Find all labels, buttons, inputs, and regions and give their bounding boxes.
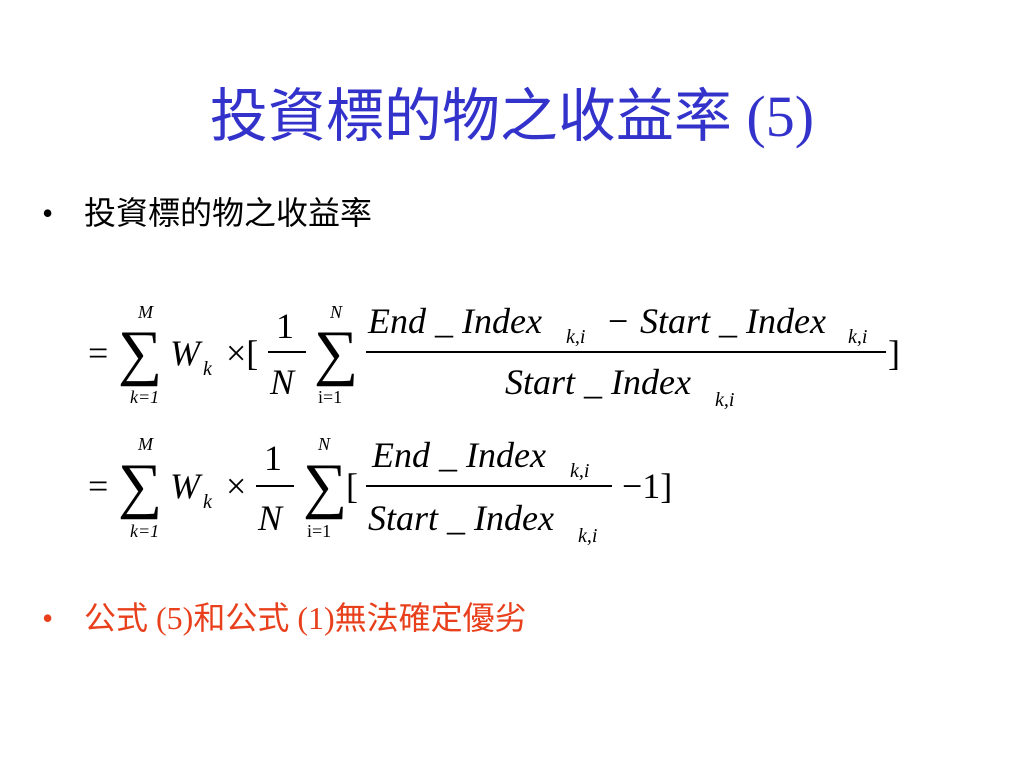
eq1-sum-inner-symbol: ∑ — [314, 319, 358, 387]
bullet-item-1: • 投資標的物之收益率 — [42, 193, 372, 233]
eq1-num-start-index: Start _ Index — [640, 301, 826, 341]
eq1-den-start-index: Start _ Index — [505, 362, 691, 402]
bullet-text-2: 公式 (5)和公式 (1)無法確定優劣 — [84, 600, 527, 636]
eq2-sum-outer-lower: k=1 — [130, 521, 159, 541]
eq1-num-start-sub: k,i — [848, 326, 867, 348]
eq2-frac-num: 1 — [264, 438, 282, 478]
eq2-sum-inner-upper: N — [317, 434, 331, 454]
eq2-equals: = — [88, 466, 108, 506]
eq1-times-bracket: ×[ — [226, 333, 258, 373]
eq2-sum-inner-lower: i=1 — [307, 521, 331, 541]
equation-1: = ∑ M k=1 W k ×[ 1 N ∑ N i=1 End _ Index… — [88, 301, 900, 411]
eq2-den-start-sub: k,i — [578, 525, 597, 547]
eq1-sum-outer-lower: k=1 — [130, 387, 159, 407]
eq1-sum-outer-upper: M — [137, 302, 154, 322]
eq2-den-start-index: Start _ Index — [368, 498, 554, 538]
eq1-equals: = — [88, 333, 108, 373]
eq2-sum-outer-upper: M — [137, 434, 154, 454]
eq2-num-end-sub: k,i — [570, 460, 589, 482]
eq1-weight: W — [170, 333, 203, 373]
bullet-dot: • — [42, 195, 54, 231]
bullet-text-1: 投資標的物之收益率 — [84, 195, 373, 231]
eq1-weight-sub: k — [203, 358, 213, 380]
eq2-weight: W — [170, 466, 203, 506]
eq2-minus-one-close: −1] — [622, 466, 672, 506]
eq1-close-bracket: ] — [888, 333, 900, 373]
equation-2: = ∑ M k=1 W k × 1 N ∑ N i=1 [ End _ Inde… — [88, 434, 672, 547]
eq2-open-bracket: [ — [346, 466, 358, 506]
eq1-num-end-index: End _ Index — [367, 301, 542, 341]
eq1-num-end-sub: k,i — [566, 326, 585, 348]
eq1-den-start-sub: k,i — [715, 389, 734, 411]
eq1-sum-outer-symbol: ∑ — [118, 319, 162, 387]
slide-title: 投資標的物之收益率 (5) — [209, 84, 815, 149]
eq2-sum-inner-symbol: ∑ — [303, 452, 347, 520]
eq1-frac-num: 1 — [276, 306, 294, 346]
eq2-sum-outer-symbol: ∑ — [118, 452, 162, 520]
bullet-item-2: • 公式 (5)和公式 (1)無法確定優劣 — [42, 598, 527, 638]
eq1-num-minus: − — [608, 301, 628, 341]
eq2-weight-sub: k — [203, 491, 213, 513]
eq1-sum-inner-lower: i=1 — [318, 387, 342, 407]
eq1-frac-den: N — [269, 362, 296, 402]
bullet-dot: • — [42, 600, 54, 636]
eq2-num-end-index: End _ Index — [371, 435, 546, 475]
eq2-times: × — [226, 466, 246, 506]
eq1-sum-inner-upper: N — [329, 302, 343, 322]
eq2-frac-den: N — [257, 498, 284, 538]
